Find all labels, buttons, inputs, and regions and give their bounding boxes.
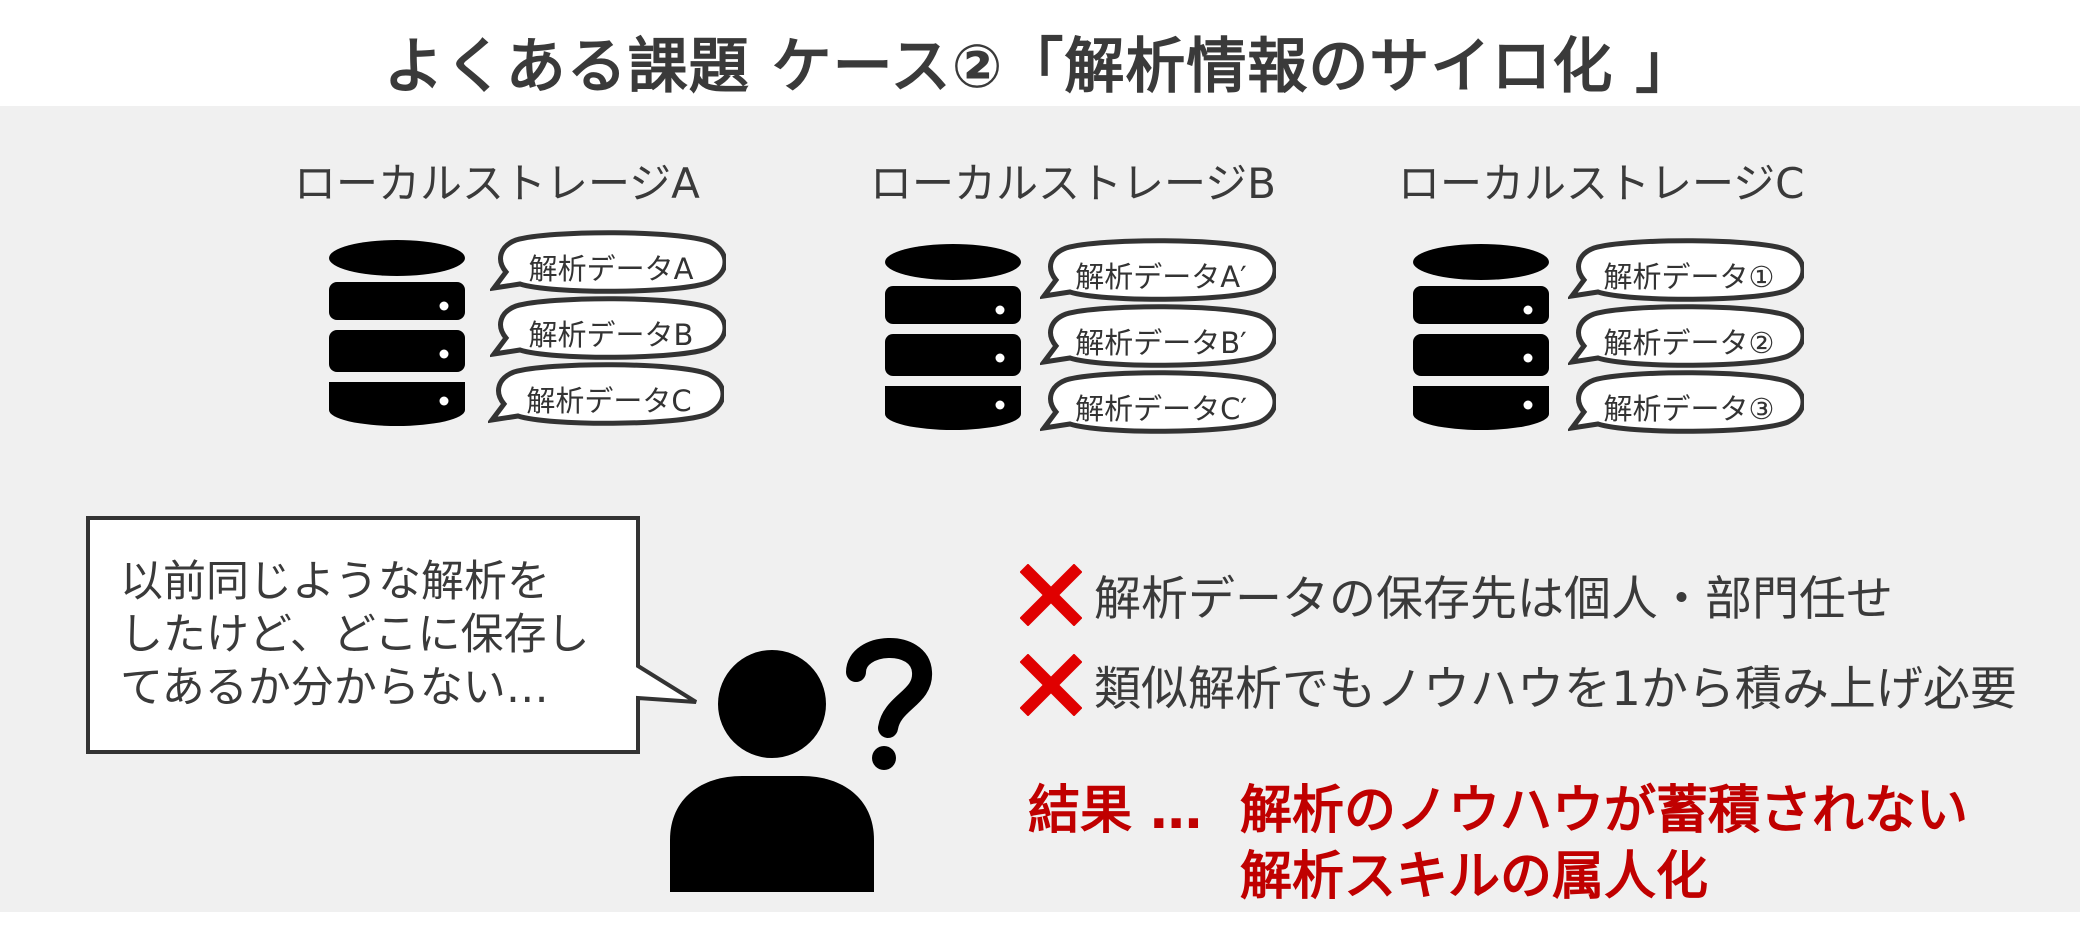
- issue-item: 解析データの保存先は個人・部門任せ: [1020, 560, 1893, 629]
- cross-icon: [1020, 653, 1082, 716]
- database-icon: [329, 240, 465, 426]
- person-icon: [670, 650, 874, 892]
- storage-label-b: ローカルストレージB: [870, 159, 1276, 208]
- issue-item: 類似解析でもノウハウを1から積み上げ必要: [1020, 650, 2017, 719]
- question-mark-icon: [846, 638, 932, 770]
- bubble-text-a1: 解析データA: [528, 252, 694, 286]
- speech-bubble: [1568, 238, 1804, 302]
- bubble-text-c3: 解析データ③: [1603, 392, 1775, 426]
- cross-icon: [1020, 563, 1082, 626]
- storage-label-a: ローカルストレージA: [294, 159, 700, 208]
- speech-line: てあるか分からない…: [120, 663, 549, 713]
- bubble-text-c1: 解析データ①: [1603, 260, 1775, 294]
- result-label: 結果 …: [1028, 781, 1203, 841]
- bubble-text-b3: 解析データC′: [1075, 392, 1247, 426]
- speech-line: 以前同じような解析を: [120, 557, 550, 607]
- storage-label-c: ローカルストレージC: [1398, 159, 1805, 208]
- speech-bubble: [1568, 304, 1804, 368]
- page-title: よくある課題 ケース②「解析情報のサイロ化 」: [383, 32, 1697, 102]
- bubble-text-b1: 解析データA′: [1075, 260, 1247, 294]
- speech-text: 以前同じような解析を したけど、どこに保存し てあるか分からない…: [120, 556, 620, 715]
- bubble-text-a3: 解析データC: [526, 384, 692, 418]
- speech-bubble: [1568, 370, 1804, 434]
- speech-bubble: [488, 362, 724, 426]
- speech-line: したけど、どこに保存し: [120, 610, 590, 660]
- bubble-text-a2: 解析データB: [528, 318, 694, 352]
- speech-bubble: [1040, 304, 1276, 368]
- speech-box: [86, 516, 698, 754]
- speech-bubble: [490, 296, 726, 360]
- bubble-text-b2: 解析データB′: [1075, 326, 1247, 360]
- speech-bubble: [1040, 238, 1276, 302]
- speech-bubble: [1040, 370, 1276, 434]
- result-line: 解析スキルの属人化: [1240, 847, 1709, 907]
- bubble-text-c2: 解析データ②: [1603, 326, 1775, 360]
- database-icon: [885, 244, 1021, 430]
- database-icon: [1413, 244, 1549, 430]
- result-line: 解析のノウハウが蓄積されない: [1240, 781, 1969, 841]
- speech-bubble: [490, 230, 726, 294]
- issue-text: 解析データの保存先は個人・部門任せ: [1094, 572, 1893, 627]
- issue-text: 類似解析でもノウハウを1から積み上げ必要: [1094, 662, 2017, 717]
